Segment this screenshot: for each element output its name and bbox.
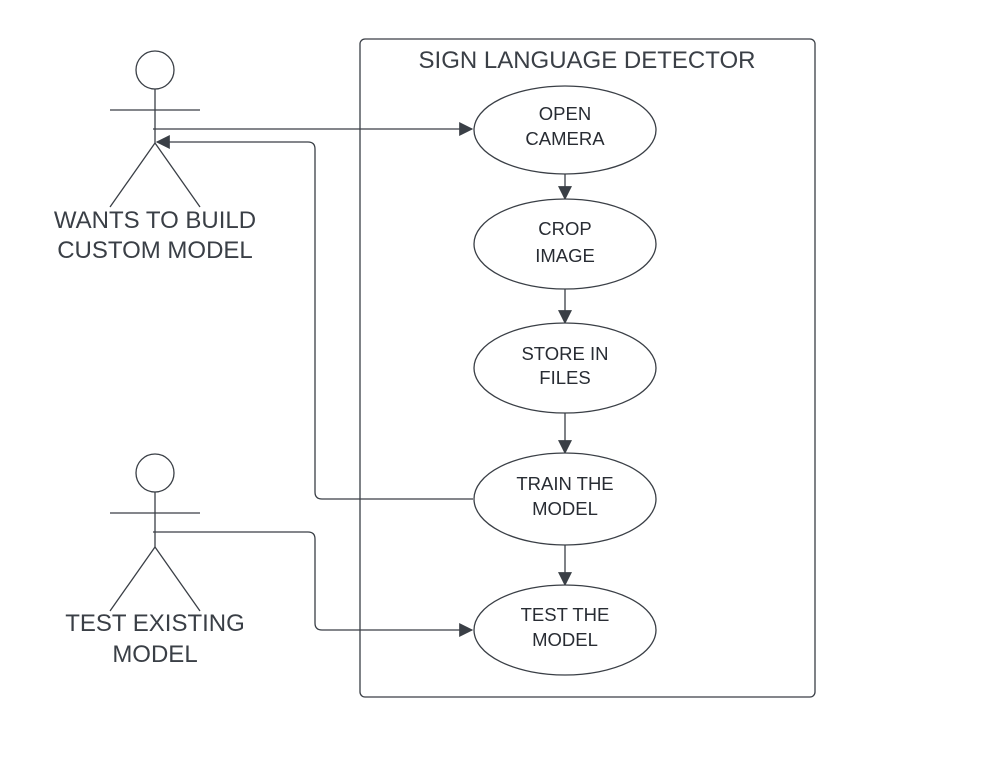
use-case-ellipse — [473, 584, 657, 676]
system-title: SIGN LANGUAGE DETECTOR — [419, 47, 756, 74]
use-case-store-files[interactable]: STORE IN FILES — [473, 322, 657, 414]
use-case-ellipse — [473, 85, 657, 175]
use-case-label-line2: FILES — [539, 367, 590, 388]
use-case-crop-image[interactable]: CROP IMAGE — [473, 198, 657, 290]
association-tester-test-model — [153, 531, 474, 637]
use-case-label-line1: TRAIN THE — [516, 473, 613, 494]
actor-head — [135, 50, 175, 90]
actor-tester-label-line2: MODEL — [112, 641, 197, 668]
actor-right-leg — [154, 546, 201, 612]
use-case-label-line1: TEST THE — [521, 604, 610, 625]
actor-right-leg — [154, 142, 201, 208]
association-train-model-builder — [155, 135, 473, 500]
system-boundary-box — [359, 38, 816, 698]
use-case-label-line2: MODEL — [532, 498, 598, 519]
use-case-ellipse — [473, 452, 657, 546]
system-boundary: SIGN LANGUAGE DETECTOR — [359, 38, 816, 698]
use-case-label-line2: CAMERA — [525, 128, 605, 149]
use-case-label-line1: STORE IN — [521, 343, 608, 364]
use-case-open-camera[interactable]: OPEN CAMERA — [473, 85, 657, 175]
use-case-label-line1: OPEN — [539, 103, 591, 124]
actor-tester-label-line1: TEST EXISTING — [65, 610, 245, 637]
use-case-label-line2: IMAGE — [535, 245, 595, 266]
use-case-label-line1: CROP — [538, 218, 591, 239]
use-case-test-model[interactable]: TEST THE MODEL — [473, 584, 657, 676]
actor-tester: TEST EXISTING MODEL — [65, 453, 245, 668]
use-case-train-model[interactable]: TRAIN THE MODEL — [473, 452, 657, 546]
connectors — [153, 122, 572, 637]
actor-left-leg — [109, 142, 156, 208]
actor-builder: WANTS TO BUILD CUSTOM MODEL — [54, 50, 256, 264]
actor-head — [135, 453, 175, 493]
use-case-label-line2: MODEL — [532, 629, 598, 650]
actor-left-leg — [109, 546, 156, 612]
actor-builder-label-line2: CUSTOM MODEL — [57, 237, 253, 264]
use-case-ellipse — [473, 198, 657, 290]
actor-builder-label-line1: WANTS TO BUILD — [54, 207, 256, 234]
use-case-ellipse — [473, 322, 657, 414]
